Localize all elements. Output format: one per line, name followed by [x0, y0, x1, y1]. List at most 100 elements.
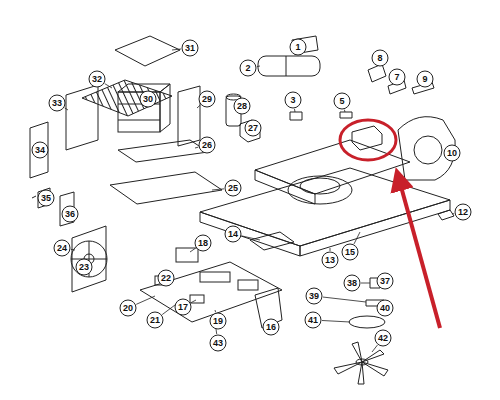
callout-number: 19	[213, 317, 223, 326]
callout-circle	[49, 95, 65, 111]
leader-line	[294, 109, 296, 112]
callout-circle	[417, 71, 433, 87]
callout-circle	[240, 60, 256, 76]
top-plate	[115, 36, 180, 66]
leader-line	[71, 249, 75, 251]
bracket	[178, 86, 200, 146]
callout-circle	[89, 71, 105, 87]
base-cover	[110, 172, 222, 204]
leader-line	[190, 248, 196, 252]
callout-circle	[245, 120, 261, 136]
leader-line	[105, 84, 112, 88]
callout-circle	[290, 39, 306, 55]
callout-circle	[158, 270, 174, 286]
leader-line	[344, 110, 346, 112]
callout-number: 39	[309, 292, 319, 301]
callout-number: 43	[213, 339, 223, 348]
leader-line	[452, 213, 454, 214]
leader-line	[257, 66, 260, 68]
callout-number: 25	[228, 184, 238, 193]
callout-number: 16	[266, 323, 276, 332]
callout-number: 32	[92, 75, 102, 84]
callout-circle	[199, 137, 215, 153]
callout-circle	[377, 273, 393, 289]
callout-circle	[375, 330, 391, 346]
callout-number: 22	[161, 274, 171, 283]
leader-line	[65, 108, 68, 110]
callout-circle	[140, 91, 156, 107]
callout-number: 5	[339, 97, 344, 106]
chassis	[200, 140, 450, 256]
callout-number: 17	[178, 303, 188, 312]
leader-line	[323, 297, 366, 302]
leader-line	[242, 236, 260, 240]
highlighted-part	[352, 126, 382, 150]
callout-number: 7	[394, 73, 399, 82]
washer	[349, 316, 385, 328]
highlight-arrow	[397, 172, 440, 328]
callout-circle	[210, 313, 226, 329]
callout-circle	[234, 98, 250, 114]
callout-circle	[305, 312, 321, 328]
callout-number: 42	[378, 334, 388, 343]
leader-line	[212, 189, 224, 190]
side-plate	[66, 85, 98, 150]
callout-number: 8	[377, 54, 382, 63]
callout-number: 40	[380, 304, 390, 313]
callout-number: 20	[123, 304, 133, 313]
callout-number: 34	[35, 146, 45, 155]
callout-number: 33	[52, 99, 62, 108]
transformer	[118, 84, 170, 132]
callout-circle	[120, 300, 136, 316]
callout-number: 26	[202, 141, 212, 150]
callout-circle	[147, 312, 163, 328]
callout-circle	[372, 50, 388, 66]
callout-number: 24	[57, 244, 67, 253]
leader-line	[191, 300, 196, 303]
callout-circle	[334, 93, 350, 109]
switches	[368, 64, 434, 94]
leader-line	[354, 232, 360, 244]
callout-circle	[76, 259, 92, 275]
callout-number: 36	[65, 210, 75, 219]
callout-number: 41	[308, 316, 318, 325]
callout-number: 38	[347, 279, 357, 288]
callout-circle	[38, 190, 54, 206]
callout-number: 31	[185, 44, 195, 53]
leader-line	[215, 310, 217, 312]
fittings	[290, 112, 352, 120]
leader-line	[136, 296, 155, 304]
callout-number: 18	[198, 239, 208, 248]
leader-line	[322, 320, 350, 322]
callout-circle	[263, 319, 279, 335]
callout-number: 3	[290, 96, 295, 105]
leader-line	[361, 283, 370, 284]
leader-line	[172, 49, 181, 50]
callout-circle	[455, 204, 471, 220]
callout-circle	[195, 235, 211, 251]
callout-number: 35	[41, 194, 51, 203]
callout-number: 12	[458, 208, 468, 217]
clip	[438, 210, 454, 220]
callout-circle	[54, 240, 70, 256]
callout-circle	[444, 145, 460, 161]
callout-circle	[322, 252, 338, 268]
callout-number: 13	[325, 256, 335, 265]
callout-circle	[344, 275, 360, 291]
leader-line	[162, 305, 175, 315]
callout-circle	[306, 288, 322, 304]
callout-circle	[285, 92, 301, 108]
callout-number: 21	[150, 316, 160, 325]
callout-number: 9	[422, 75, 427, 84]
leader-line	[372, 345, 377, 352]
callout-number: 30	[143, 95, 153, 104]
callout-number: 2	[245, 64, 250, 73]
callout-circle	[175, 299, 191, 315]
callout-circle	[210, 335, 226, 351]
callout-circle	[199, 91, 215, 107]
callout-circle	[389, 69, 405, 85]
callout-number: 14	[228, 230, 238, 239]
small-plate	[30, 122, 48, 178]
